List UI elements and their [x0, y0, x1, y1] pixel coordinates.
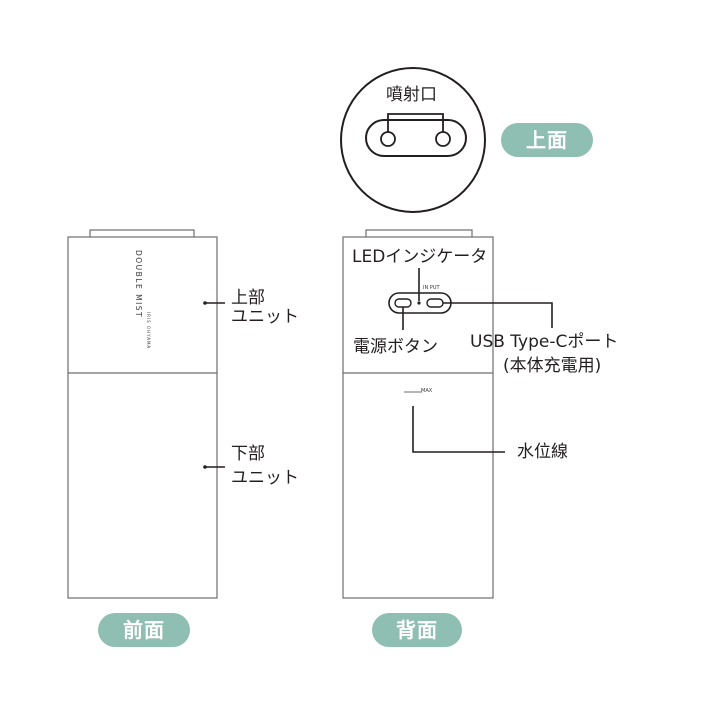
led-indicator-dot — [417, 301, 421, 305]
upper-unit-label-line1: 上部 — [231, 288, 265, 308]
max-marking: MAX — [421, 388, 433, 394]
nozzle-leader — [387, 113, 444, 132]
top-view — [340, 67, 486, 213]
water-line-leader — [412, 406, 505, 453]
power-button-label: 電源ボタン — [353, 337, 438, 357]
usb-leader — [443, 302, 553, 328]
lower-unit-label-line1: 下部 — [231, 444, 265, 464]
back-view-tag: 背面 — [372, 613, 462, 647]
usb-port-shape — [426, 298, 444, 308]
back-body — [342, 236, 494, 599]
top-view-tag: 上面 — [501, 123, 593, 157]
usb-port-label-line1: USB Type-Cポート — [470, 332, 619, 352]
right-nozzle-icon — [435, 131, 451, 147]
upper-unit-label-line2: ユニット — [231, 307, 299, 327]
lower-unit-label-line2: ユニット — [231, 468, 299, 488]
back-view — [342, 229, 553, 599]
left-nozzle-icon — [380, 131, 396, 147]
water-line-label: 水位線 — [517, 442, 568, 462]
usb-port-label-line2: (本体充電用) — [503, 356, 602, 376]
led-indicator-label: LEDインジケータ — [352, 247, 488, 267]
nozzle-label: 噴射口 — [386, 85, 437, 105]
lower-unit-dot — [203, 465, 207, 469]
front-view — [67, 229, 225, 599]
brand-logo-text: DOUBLE MIST — [134, 250, 143, 319]
upper-unit-dot — [203, 301, 207, 305]
nozzle-plate — [365, 119, 467, 157]
brand-sub-text: IRIS OHYAMA — [146, 312, 151, 350]
power-button-shape — [394, 298, 412, 308]
input-marking: IN PUT — [423, 285, 440, 291]
front-body — [67, 236, 218, 599]
front-view-tag: 前面 — [98, 613, 190, 647]
